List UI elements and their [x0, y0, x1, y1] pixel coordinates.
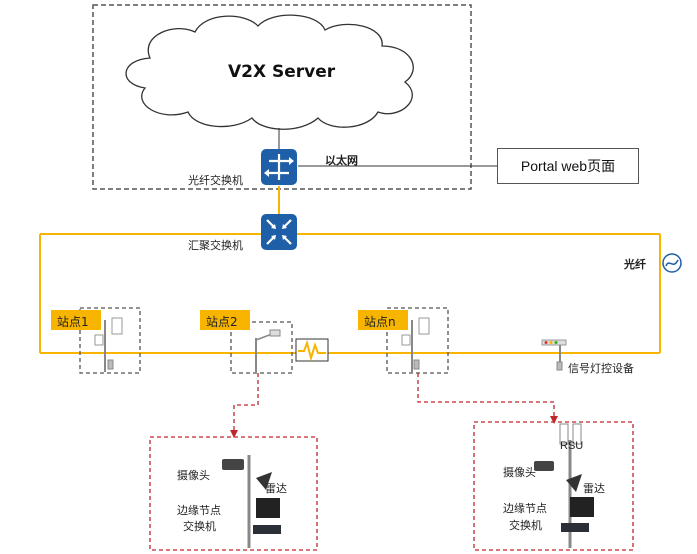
aggregation-switch-icon[interactable] — [261, 214, 297, 250]
left-edge-label-2: 交换机 — [183, 520, 216, 533]
right-camera-label: 摄像头 — [503, 466, 536, 479]
site-tag-1[interactable]: 站点1 — [51, 310, 101, 330]
site-2-pole — [255, 329, 281, 372]
left-detail-devices — [222, 455, 281, 548]
site-1-pole — [94, 317, 123, 372]
left-camera-label: 摄像头 — [177, 469, 210, 482]
aggregation-switch-label: 汇聚交换机 — [188, 239, 243, 252]
right-edge-label-1: 边缘节点 — [503, 502, 547, 515]
portal-web-page-box[interactable]: Portal web页面 — [497, 148, 639, 184]
left-edge-label-1: 边缘节点 — [177, 504, 221, 517]
fiber-switch-label: 光纤交换机 — [188, 174, 243, 187]
signal-device-label: 信号灯控设备 — [568, 362, 634, 375]
right-radar-label: 雷达 — [583, 482, 605, 495]
site-n-pole — [401, 317, 430, 372]
fiber-icon — [662, 253, 682, 273]
site-tag-2[interactable]: 站点2 — [200, 310, 250, 330]
v2x-server-label: V2X Server — [228, 62, 336, 82]
ethernet-label: 以太网 — [325, 154, 358, 167]
fiber-label: 光纤 — [624, 258, 646, 271]
fiber-switch-icon[interactable] — [261, 149, 297, 185]
signal-light-icon — [541, 339, 567, 371]
cloud-shape — [125, 14, 414, 130]
rsu-label: RSU — [560, 440, 584, 452]
radar-signal-icon — [295, 338, 329, 362]
left-radar-label: 雷达 — [265, 482, 287, 495]
right-edge-label-2: 交换机 — [509, 519, 542, 532]
right-detail-devices — [534, 423, 594, 548]
site-tag-n[interactable]: 站点n — [358, 310, 408, 330]
